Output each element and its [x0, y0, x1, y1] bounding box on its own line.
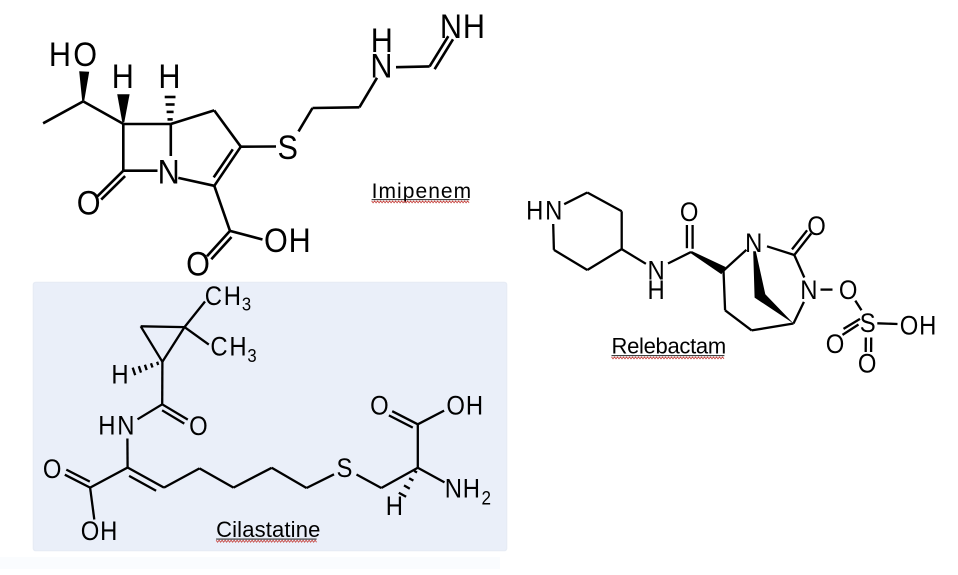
svg-text:N: N [800, 276, 819, 305]
svg-text:Cilastatine: Cilastatine [216, 517, 320, 542]
svg-text:O: O [858, 350, 878, 379]
svg-text:S: S [860, 309, 878, 338]
svg-text:OH: OH [264, 222, 312, 260]
svg-text:H: H [158, 58, 182, 96]
svg-text:CH: CH [205, 282, 243, 311]
svg-text:HN: HN [526, 196, 564, 225]
svg-text:3: 3 [242, 294, 251, 315]
svg-text:OH: OH [900, 311, 938, 340]
svg-text:CH: CH [210, 333, 248, 362]
svg-text:H: H [386, 492, 405, 521]
svg-text:O: O [43, 455, 63, 484]
svg-text:H: H [111, 360, 130, 389]
svg-text:O: O [839, 276, 859, 305]
svg-text:O: O [680, 198, 700, 227]
svg-text:O: O [370, 391, 390, 420]
svg-text:S: S [337, 454, 355, 483]
svg-text:HN: HN [98, 411, 136, 440]
svg-text:Imipenem: Imipenem [372, 180, 473, 203]
svg-text:O: O [189, 412, 209, 441]
svg-text:Relebactam: Relebactam [612, 334, 726, 359]
svg-text:NH: NH [445, 474, 481, 503]
svg-text:O: O [186, 245, 212, 283]
svg-text:HO: HO [49, 36, 99, 74]
svg-text:H: H [647, 276, 666, 305]
svg-text:S: S [277, 128, 299, 166]
svg-text:N: N [745, 229, 764, 258]
svg-text:N: N [158, 153, 182, 191]
svg-text:O: O [807, 212, 827, 241]
svg-text:O: O [826, 330, 846, 359]
svg-text:O: O [77, 184, 103, 222]
svg-text:N: N [370, 47, 394, 85]
svg-text:H: H [371, 22, 395, 60]
svg-text:3: 3 [247, 345, 256, 366]
svg-text:OH: OH [446, 391, 484, 420]
svg-text:N: N [647, 256, 666, 285]
svg-text:2: 2 [482, 487, 492, 508]
svg-text:H: H [112, 58, 136, 96]
svg-text:OH: OH [81, 517, 119, 546]
